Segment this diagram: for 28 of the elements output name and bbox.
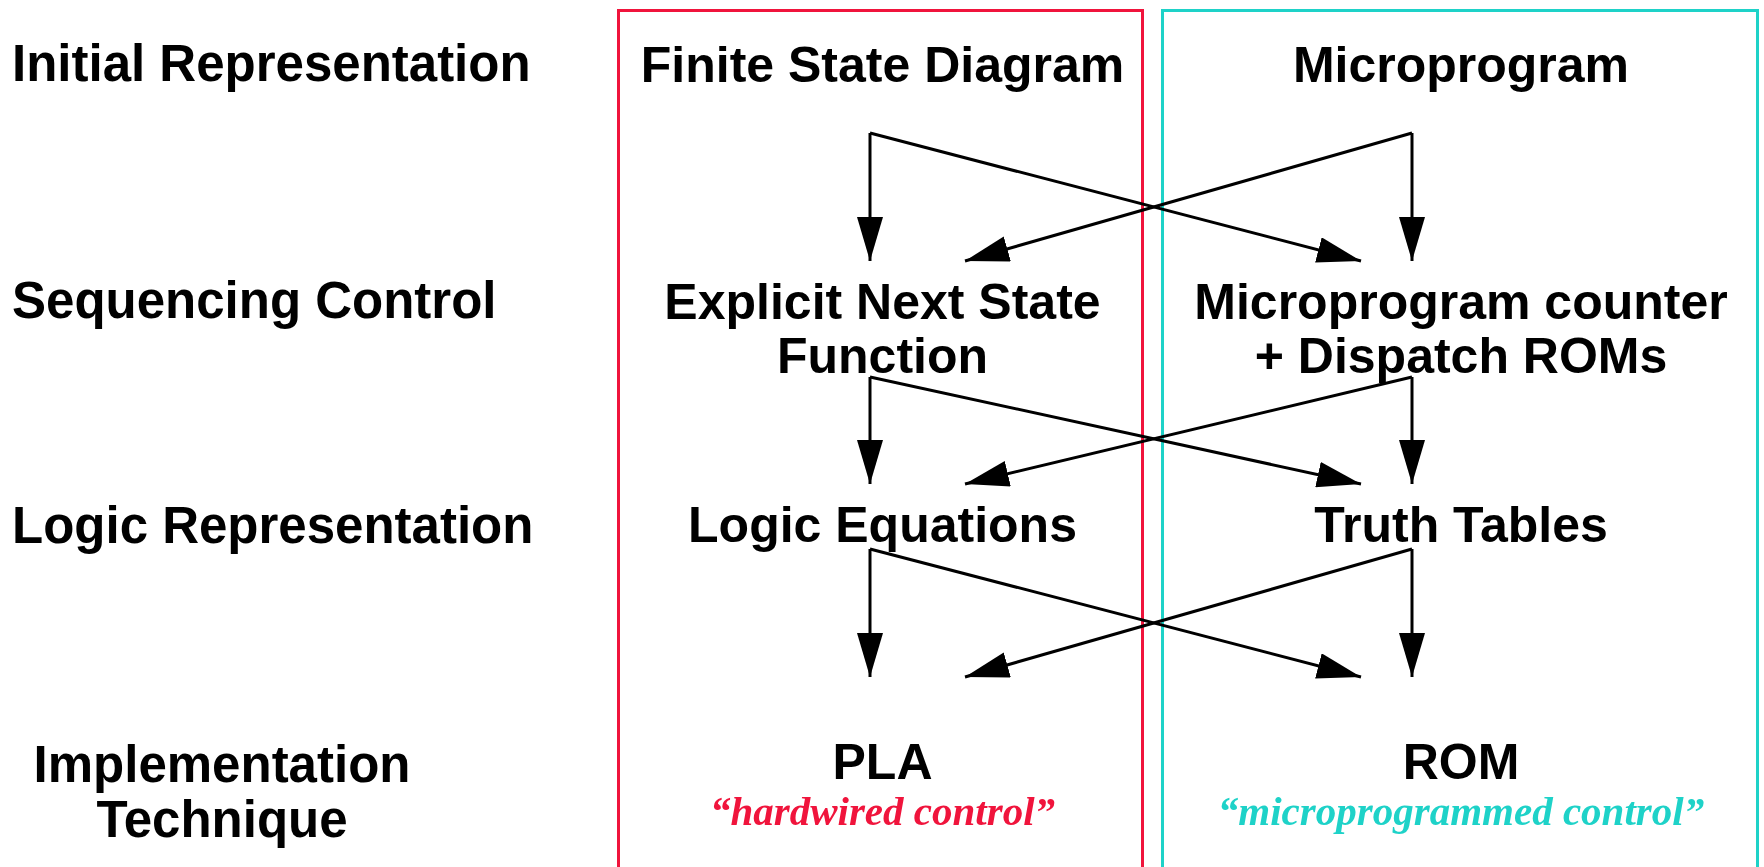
step-label: ROM <box>1402 735 1520 789</box>
row-label: Initial Representation <box>12 36 531 92</box>
step-label: Finite State Diagram <box>640 38 1125 92</box>
arrow <box>964 131 1413 263</box>
arrow <box>869 131 1362 263</box>
arrow <box>1399 133 1425 261</box>
step-label: Logic Equations <box>688 498 1077 552</box>
arrow <box>869 547 1362 679</box>
step-label: Microprogram <box>1292 38 1630 92</box>
node-label: “microprogrammed control” <box>1217 789 1705 835</box>
row-label: Sequencing Control <box>12 273 497 329</box>
arrow <box>857 549 883 677</box>
node-label: “hardwired control” <box>709 789 1056 835</box>
row-label: Implementation Technique <box>32 737 412 848</box>
column-frame <box>1161 9 1759 867</box>
arrow <box>1399 549 1425 677</box>
row-label: Logic Representation <box>12 498 534 554</box>
column-frame <box>617 9 1144 867</box>
step-label: PLA <box>832 735 933 789</box>
arrow <box>964 547 1413 679</box>
arrow <box>857 377 883 484</box>
step-label: Microprogram counter + Dispatch ROMs <box>1193 275 1729 383</box>
arrow <box>964 375 1413 487</box>
step-label: Explicit Next State Function <box>663 275 1102 383</box>
arrow <box>857 133 883 261</box>
step-label: Truth Tables <box>1314 498 1608 552</box>
arrow <box>1399 377 1425 484</box>
arrow <box>869 375 1362 488</box>
